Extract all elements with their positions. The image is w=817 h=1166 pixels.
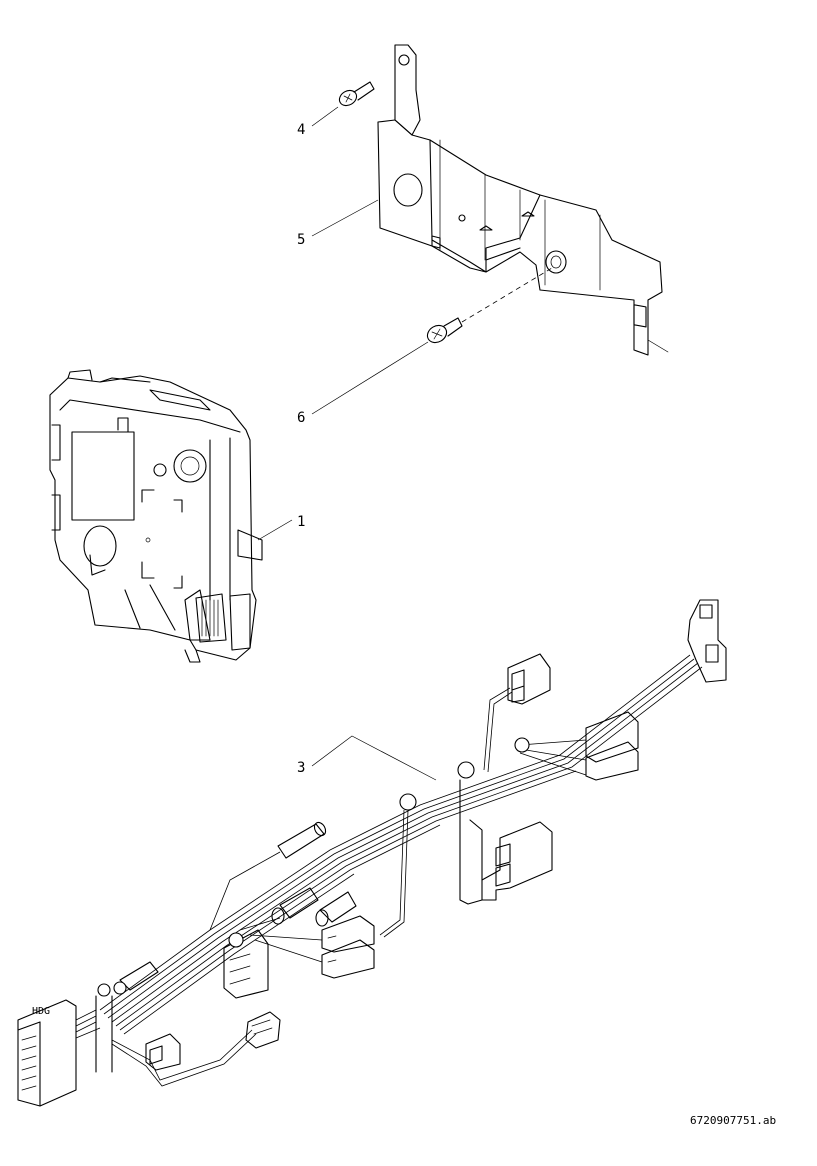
callout-6: 6 bbox=[297, 410, 305, 426]
leader-4 bbox=[311, 106, 339, 127]
part-6-screw bbox=[426, 267, 553, 344]
leader-1 bbox=[257, 519, 293, 541]
callout-1: 1 bbox=[297, 514, 305, 530]
connector-label-hdg: HDG bbox=[32, 1006, 50, 1017]
part-3-wiring-harness bbox=[17, 599, 727, 1107]
part-5-bracket bbox=[377, 44, 669, 356]
leader-3 bbox=[311, 735, 437, 781]
callout-3: 3 bbox=[297, 760, 305, 776]
part-4-screw bbox=[338, 81, 375, 107]
leader-5 bbox=[311, 199, 379, 237]
callout-4: 4 bbox=[297, 122, 305, 138]
part-1-control-module bbox=[49, 369, 263, 663]
callout-5: 5 bbox=[297, 232, 305, 248]
leader-6 bbox=[311, 341, 429, 415]
drawing-reference-number: 6720907751.ab bbox=[690, 1114, 776, 1127]
